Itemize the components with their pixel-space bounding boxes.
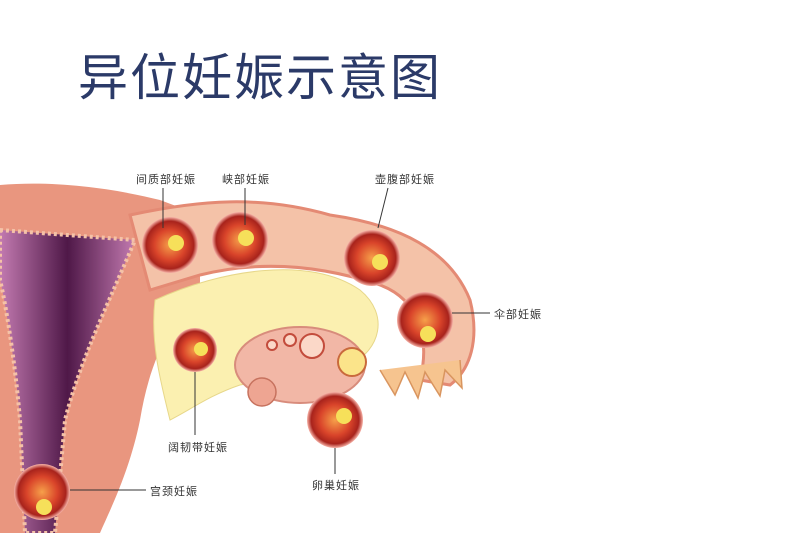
label-broad-ligament: 阔韧带妊娠 xyxy=(168,441,228,454)
sac-fimbrial xyxy=(397,292,453,348)
page-title: 异位妊娠示意图 xyxy=(78,49,442,107)
label-fimbrial: 伞部妊娠 xyxy=(494,308,542,321)
gestational-sacs xyxy=(14,212,453,520)
sac-ampullary xyxy=(344,230,400,286)
label-ovarian: 卵巢妊娠 xyxy=(312,479,360,492)
sac-broad-ligament xyxy=(173,328,217,372)
label-cervical: 宫颈妊娠 xyxy=(150,485,198,498)
label-isthmic: 峡部妊娠 xyxy=(222,173,270,186)
sac-isthmic xyxy=(212,212,268,268)
leader-lines xyxy=(70,187,490,491)
sac-cervical xyxy=(14,464,70,520)
fimbriae xyxy=(379,359,463,401)
label-interstitial: 间质部妊娠 xyxy=(136,173,196,186)
label-ampullary: 壶腹部妊娠 xyxy=(375,173,435,186)
sac-ovarian xyxy=(307,392,363,448)
sac-interstitial xyxy=(142,217,198,273)
